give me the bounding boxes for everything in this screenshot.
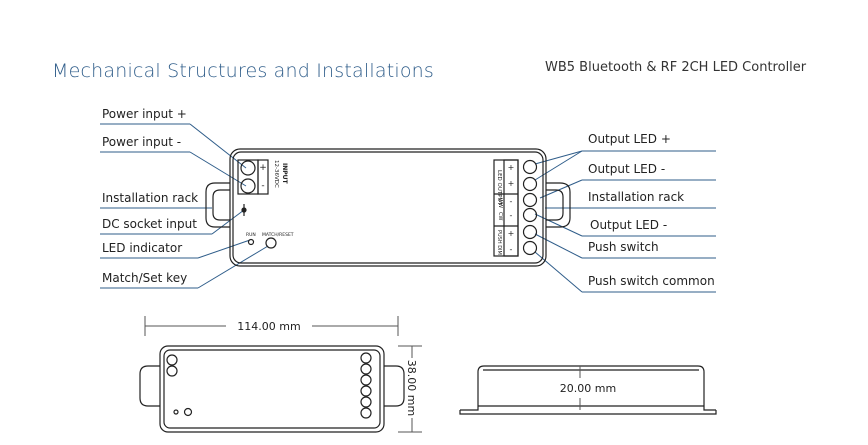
leader-line — [539, 179, 583, 199]
leader-line — [534, 251, 583, 293]
label-match-set-key: Match/Set key — [102, 271, 187, 285]
cw-label: CW — [497, 212, 503, 220]
leader-line — [189, 123, 247, 169]
label-installation-rack-left: Installation rack — [102, 191, 198, 205]
terminal-screw-small — [166, 354, 178, 366]
output-screw — [522, 240, 538, 256]
label-power-input-minus: Power input - — [102, 135, 181, 149]
rack-right-small — [384, 365, 405, 407]
left-rack-inner — [212, 189, 230, 221]
leader-line — [534, 233, 583, 259]
output-screw-small — [360, 385, 372, 397]
run-label: RUN — [246, 232, 256, 238]
output-minus-mark: - — [510, 197, 513, 206]
controller-dimension-top-view — [139, 345, 405, 433]
push-dim-label: PUSH DIM — [496, 230, 502, 255]
output-minus-mark: - — [510, 211, 513, 220]
output-screw-small — [360, 363, 372, 375]
terminal-screw-small — [166, 365, 178, 377]
match-label: MATCH/RESET — [262, 232, 294, 238]
led-indicator-dot — [247, 238, 255, 246]
input-voltage-label: 12-36VDC — [273, 160, 279, 188]
rack-left-small — [139, 365, 160, 407]
leader-line — [534, 213, 583, 237]
output-plus-mark: + — [508, 163, 515, 172]
product-model: WB5 Bluetooth & RF 2CH LED Controller — [545, 60, 807, 75]
dc-socket-pin — [241, 207, 247, 213]
led-output-label: LED OUTPUT — [496, 170, 502, 206]
output-screw-small — [360, 396, 372, 408]
controller-body — [229, 148, 547, 267]
label-power-input-plus: Power input + — [102, 107, 187, 121]
ww-label: WW — [497, 198, 503, 208]
leader-line — [197, 239, 251, 259]
key-small — [183, 407, 193, 417]
controller-top-view — [205, 148, 571, 267]
label-dc-socket-input: DC socket input — [102, 217, 197, 231]
push-minus-mark: - — [510, 245, 513, 254]
output-screw-small — [360, 374, 372, 386]
controller-side-view — [459, 365, 717, 415]
output-polarity-strip — [503, 159, 519, 257]
output-screw-small — [360, 352, 372, 364]
label-led-indicator: LED indicator — [102, 241, 182, 255]
input-screw-minus — [240, 178, 256, 194]
label-output-led-minus: Output LED - — [588, 162, 665, 176]
label-installation-rack-right: Installation rack — [588, 190, 684, 204]
label-output-led-minus-2: Output LED - — [590, 218, 667, 232]
input-plus-mark: + — [259, 163, 267, 173]
label-push-switch: Push switch — [588, 240, 659, 254]
side-base — [459, 410, 717, 415]
left-installation-rack — [205, 182, 230, 228]
width-dimension: 38.00 mm — [405, 360, 418, 416]
side-profile — [460, 365, 716, 411]
output-screw-small — [360, 407, 372, 419]
output-screw — [522, 192, 538, 208]
right-rack-inner — [546, 189, 564, 221]
right-installation-rack — [546, 182, 571, 228]
label-output-led-plus: Output LED + — [588, 132, 671, 146]
input-polarity-strip — [257, 159, 269, 195]
input-minus-mark: - — [261, 181, 264, 191]
leader-line — [197, 245, 269, 289]
output-screw — [522, 207, 538, 223]
body-inner-small — [163, 349, 381, 429]
output-screw — [522, 176, 538, 192]
push-plus-mark: + — [508, 229, 515, 238]
controller-body-inner — [232, 151, 544, 264]
match-set-key — [265, 237, 277, 249]
body-outline-small — [159, 345, 385, 433]
indicator-small — [173, 409, 179, 415]
height-dimension: 20.00 mm — [560, 382, 616, 395]
page-title: Mechanical Structures and Installations — [52, 60, 434, 82]
output-screw — [522, 224, 538, 240]
label-push-switch-common: Push switch common — [588, 274, 715, 288]
leader-line — [189, 151, 247, 187]
length-dimension: 114.00 mm — [237, 320, 300, 333]
input-screw-plus — [240, 160, 256, 176]
output-plus-mark: + — [508, 179, 515, 188]
leader-line — [211, 209, 245, 235]
input-label: INPUT — [281, 163, 288, 185]
output-screw — [522, 159, 538, 175]
